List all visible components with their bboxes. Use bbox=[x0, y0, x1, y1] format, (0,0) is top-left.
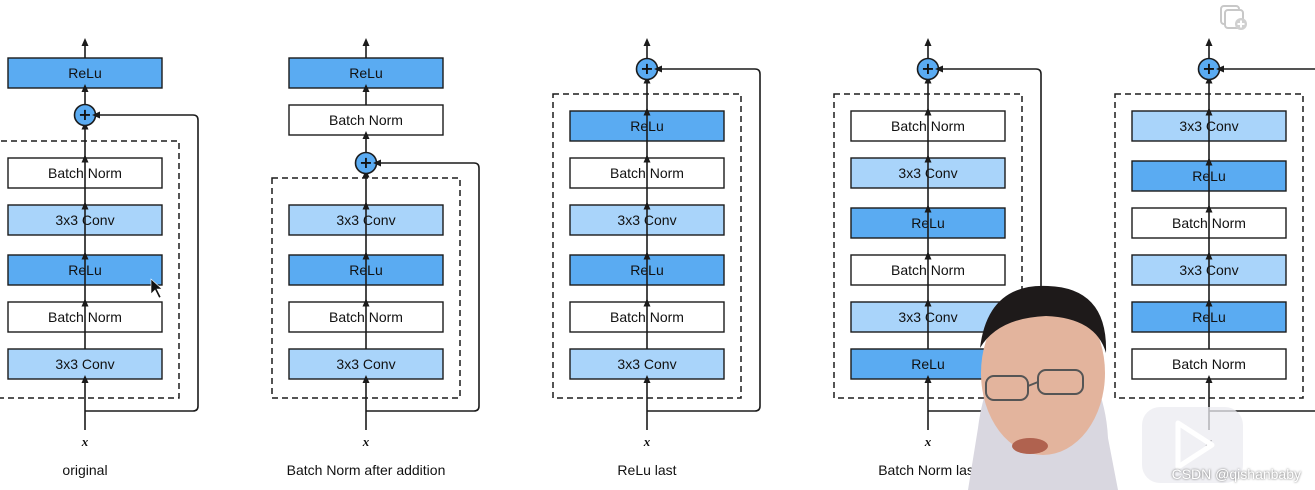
col-bn-last-caption: Batch Norm last bbox=[878, 462, 978, 478]
col-relu-last-input-label: x bbox=[643, 434, 651, 449]
watermark: CSDN @qishanbaby bbox=[1171, 466, 1301, 482]
col-original-block-4-label: 3x3 Conv bbox=[55, 356, 114, 372]
col-bn-last-input-label: x bbox=[924, 434, 932, 449]
col-original-input-label: x bbox=[81, 434, 89, 449]
col-original-caption: original bbox=[62, 462, 107, 478]
col-original-top-relu-label: ReLu bbox=[68, 65, 101, 81]
add-photo-icon[interactable] bbox=[1219, 2, 1249, 32]
col-full-pre-activation-block-5-label: Batch Norm bbox=[1172, 356, 1246, 372]
col-bn-after-addition-caption: Batch Norm after addition bbox=[287, 462, 446, 478]
col-full-pre-activation-block-5 bbox=[1131, 348, 1287, 380]
col-relu-last-skip-connection bbox=[647, 65, 761, 412]
col-bn-after-addition-block-3-label: 3x3 Conv bbox=[336, 356, 395, 372]
col-original-skip-connection bbox=[85, 111, 199, 412]
col-original-adder-symbol: + bbox=[78, 105, 91, 124]
col-bn-after-addition-top-batch-norm-label: Batch Norm bbox=[329, 112, 403, 128]
col-bn-last-adder-symbol: + bbox=[921, 59, 934, 78]
col-bn-after-addition-input-label: x bbox=[362, 434, 370, 449]
col-relu-last-block-5-label: 3x3 Conv bbox=[617, 356, 676, 372]
col-full-pre-activation-adder-symbol: + bbox=[1202, 59, 1215, 78]
col-bn-last-block-5-label: ReLu bbox=[911, 356, 944, 372]
play-icon[interactable] bbox=[1140, 405, 1245, 485]
col-bn-after-addition-skip-connection bbox=[366, 159, 480, 412]
mouse-cursor-icon bbox=[150, 278, 163, 299]
col-relu-last-adder-symbol: + bbox=[640, 59, 653, 78]
presenter-video-overlay bbox=[968, 285, 1118, 490]
col-original-top-relu bbox=[7, 57, 163, 89]
col-relu-last-caption: ReLu last bbox=[617, 462, 676, 478]
col-bn-after-addition-adder-symbol: + bbox=[359, 153, 372, 172]
col-bn-after-addition-top-relu bbox=[288, 57, 444, 89]
col-bn-after-addition-top-relu-label: ReLu bbox=[349, 65, 382, 81]
